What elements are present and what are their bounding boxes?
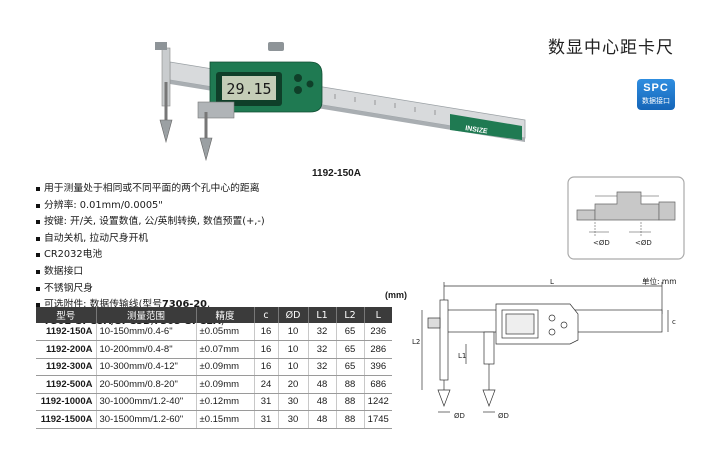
cell-accuracy: ±0.15mm [196, 410, 255, 429]
cell-l1: 48 [308, 393, 337, 411]
model-caption: 1192-150A [312, 168, 361, 179]
cell-c: 16 [254, 340, 279, 359]
table-row: 1192-300A 10-300mm/0.4-12" ±0.09mm 16 10… [36, 358, 392, 376]
table-row: 1192-500A 20-500mm/0.8-20" ±0.09mm 24 20… [36, 375, 392, 394]
cell-model: 1192-1500A [36, 410, 97, 429]
table-row: 1192-1000A 30-1000mm/1.2-40" ±0.12mm 31 … [36, 393, 392, 411]
cell-l: 686 [364, 375, 392, 394]
cell-accuracy: ±0.12mm [196, 393, 255, 411]
cell-c: 31 [254, 410, 279, 429]
col-header: ØD [278, 307, 309, 323]
groove-label-left: <ØD [593, 239, 610, 247]
dim-label-c: c [672, 318, 676, 326]
feature-item: 按键: 开/关, 设置数值, 公/英制转换, 数值预置(+,-) [36, 214, 265, 231]
cell-l2: 65 [336, 358, 365, 376]
cell-c: 16 [254, 358, 279, 376]
dim-label-l1: L1 [458, 352, 466, 360]
cell-l: 286 [364, 340, 392, 359]
table-row: 1192-1500A 30-1500mm/1.2-60" ±0.15mm 31 … [36, 410, 392, 429]
cell-accuracy: ±0.05mm [196, 323, 255, 341]
lcd-display-value: 29.15 [226, 80, 271, 98]
table-row: 1192-150A 10-150mm/0.4-6" ±0.05mm 16 10 … [36, 323, 392, 341]
cell-l1: 32 [308, 358, 337, 376]
feature-item: 分辨率: 0.01mm/0.0005" [36, 198, 265, 215]
cell-model: 1192-1000A [36, 393, 97, 411]
cell-d: 10 [278, 358, 309, 376]
dim-label-l: L [550, 278, 554, 286]
cell-model: 1192-500A [36, 375, 97, 394]
dim-label-d-right: ØD [498, 412, 509, 420]
cell-model: 1192-150A [36, 323, 97, 341]
cell-l1: 48 [308, 410, 337, 429]
cell-l2: 65 [336, 323, 365, 341]
cell-accuracy: ±0.07mm [196, 340, 255, 359]
col-header: 型号 [36, 307, 97, 323]
dim-label-l2: L2 [412, 338, 420, 346]
cell-range: 10-200mm/0.4-8" [96, 340, 197, 359]
feature-item: 数据接口 [36, 264, 265, 281]
accessories-prefix: 可选附件: 数据传输线(型号 [44, 299, 163, 311]
cell-l2: 88 [336, 393, 365, 411]
spc-badge-main: SPC [643, 82, 669, 94]
drawing-unit-label: 单位: mm [642, 277, 677, 286]
cell-range: 10-300mm/0.4-12" [96, 358, 197, 376]
cell-l: 236 [364, 323, 392, 341]
cell-range: 30-1500mm/1.2-60" [96, 410, 197, 429]
feature-item-accessories: 可选附件: 数据传输线(型号7306-20, [36, 297, 265, 314]
accessories-sep: , [206, 299, 211, 311]
cell-d: 30 [278, 410, 309, 429]
feature-item: CR2032电池 [36, 247, 265, 264]
cell-l2: 65 [336, 340, 365, 359]
cell-d: 10 [278, 340, 309, 359]
groove-label-right: <ØD [635, 239, 652, 247]
spec-table: 型号 测量范围 精度 c ØD L1 L2 L 1192-150A 10-150… [36, 307, 392, 429]
cell-c: 16 [254, 323, 279, 341]
col-header: 测量范围 [96, 307, 197, 323]
cell-accuracy: ±0.09mm [196, 375, 255, 394]
cell-accuracy: ±0.09mm [196, 358, 255, 376]
cell-l1: 48 [308, 375, 337, 394]
cell-l1: 32 [308, 340, 337, 359]
cell-range: 20-500mm/0.8-20" [96, 375, 197, 394]
cell-c: 24 [254, 375, 279, 394]
spc-badge-sub: 数据接口 [642, 97, 670, 105]
cell-range: 10-150mm/0.4-6" [96, 323, 197, 341]
cell-c: 31 [254, 393, 279, 411]
caliper-product-image: INSIZE 29.15 [155, 42, 526, 162]
dimension-drawing: L c L1 L2 ØD ØD [412, 278, 676, 420]
brand-label: INSIZE [465, 125, 489, 135]
hole-center-diagram: <ØD <ØD [567, 176, 685, 260]
cell-l1: 32 [308, 323, 337, 341]
cell-l: 1242 [364, 393, 392, 411]
feature-item: 自动关机, 拉动尺身开机 [36, 231, 265, 248]
cell-d: 10 [278, 323, 309, 341]
cell-l2: 88 [336, 375, 365, 394]
cell-range: 30-1000mm/1.2-40" [96, 393, 197, 411]
spec-table-header: 型号 测量范围 精度 c ØD L1 L2 L [36, 307, 392, 323]
cell-l: 1745 [364, 410, 392, 429]
col-header: L2 [336, 307, 365, 323]
col-header: c [254, 307, 279, 323]
col-header: L1 [308, 307, 337, 323]
cell-l: 396 [364, 358, 392, 376]
cell-d: 30 [278, 393, 309, 411]
cell-model: 1192-300A [36, 358, 97, 376]
feature-item: 不锈钢尺身 [36, 281, 265, 298]
table-unit-label: (mm) [385, 290, 407, 300]
dim-label-d-left: ØD [454, 412, 465, 420]
cell-l2: 88 [336, 410, 365, 429]
feature-item: 用于测量处于相同或不同平面的两个孔中心的距离 [36, 181, 265, 198]
spc-badge: SPC 数据接口 [637, 79, 675, 110]
col-header: 精度 [196, 307, 255, 323]
col-header: L [364, 307, 392, 323]
page-title: 数显中心距卡尺 [548, 38, 674, 58]
cell-d: 20 [278, 375, 309, 394]
table-row: 1192-200A 10-200mm/0.4-8" ±0.07mm 16 10 … [36, 340, 392, 359]
cell-model: 1192-200A [36, 340, 97, 359]
accessory-model: 7306-20 [162, 299, 207, 311]
